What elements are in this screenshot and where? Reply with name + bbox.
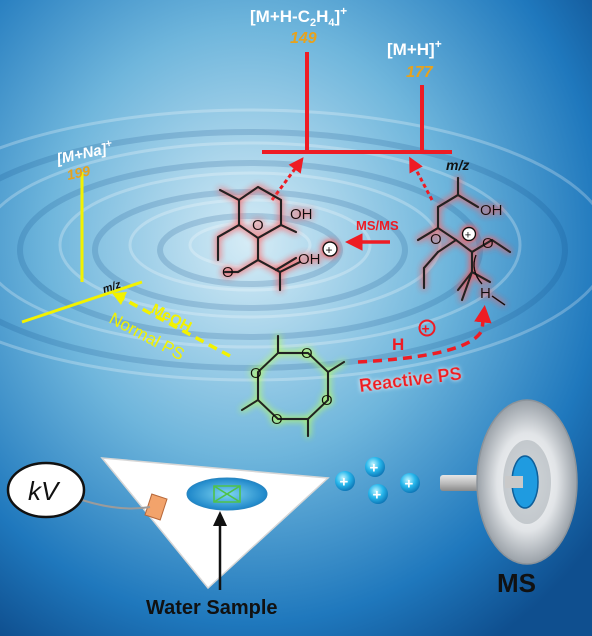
peak-177-label: [M+H]+ — [387, 37, 442, 59]
peak-149-label: [M+H-C2H4]+ — [250, 4, 347, 29]
peak-177-mz: 177 — [406, 64, 434, 81]
svg-text:+: + — [370, 460, 379, 477]
ion-1: + — [335, 471, 355, 491]
spot-molecule-icon — [213, 485, 241, 503]
red-axis-mz-label: m/z — [446, 157, 469, 173]
water-ripples — [0, 108, 592, 382]
fragment-o-1: O — [252, 217, 264, 234]
ion-4: + — [400, 473, 420, 493]
kv-wire — [81, 499, 151, 510]
parent-oh: OH — [480, 202, 503, 219]
parent-plus: + — [465, 230, 471, 242]
parent-h: H — [480, 285, 491, 302]
ms-label: MS — [497, 568, 536, 598]
peak-149-mz: 149 — [290, 30, 317, 47]
svg-text:+: + — [373, 487, 382, 504]
ring-o-1: O — [250, 365, 262, 382]
water-sample-label: Water Sample — [146, 597, 278, 619]
svg-text:+: + — [405, 476, 414, 493]
fragment-oh-2: OH — [298, 251, 321, 268]
msms-label: MS/MS — [356, 218, 399, 233]
parent-o-1: O — [430, 231, 442, 248]
kv-oval — [6, 461, 86, 519]
mass-spectrometer-inlet: MS — [440, 399, 578, 598]
h-plus-sign: + — [422, 321, 430, 337]
ring-o-3: O — [321, 392, 333, 409]
protonated-parent-molecule: OH O O + H — [416, 176, 512, 306]
kv-label: kV — [28, 476, 61, 506]
h-plus-label: H — [392, 335, 404, 354]
ion-3: + — [368, 484, 388, 504]
neutral-cyclic-molecule: O O O O — [240, 334, 346, 438]
charged-droplets: + + + + — [335, 457, 420, 504]
fragment-ion-molecule: OH O O OH + — [216, 185, 338, 292]
water-sample-callout: Water Sample — [146, 511, 278, 619]
fragment-plus: + — [326, 243, 333, 257]
ring-o-2: O — [301, 345, 313, 362]
dotted-arrow-parent — [409, 156, 434, 201]
fragment-oh-1: OH — [290, 206, 313, 223]
yellow-spectrum-axis — [21, 280, 143, 324]
yellow-axis-mz-label: m/z — [101, 279, 123, 296]
svg-text:+: + — [340, 474, 349, 491]
fragment-o-2: O — [222, 264, 234, 281]
kv-power-supply: kV — [6, 461, 151, 519]
electrode-contact — [144, 493, 168, 521]
dotted-arrow-fragment — [270, 157, 304, 201]
msms-arrow: MS/MS — [345, 218, 399, 251]
parent-o-2: O — [482, 235, 494, 252]
peak-199-mz: 199 — [65, 162, 91, 183]
ring-o-4: O — [271, 411, 283, 428]
ion-2: + — [365, 457, 385, 477]
dotted-arrows-to-spectrum — [270, 156, 434, 201]
red-mass-spectrum: [M+H-C2H4]+ 149 [M+H]+ 177 m/z — [250, 4, 469, 173]
